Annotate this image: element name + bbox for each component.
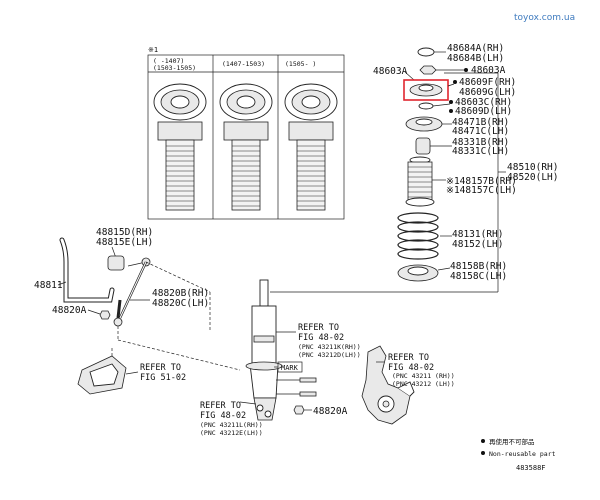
- label-48820B: 48820B(RH): [152, 288, 209, 299]
- label-48331B: 48331B(RH): [452, 137, 509, 148]
- inset-col1-line2: (1503-1505): [153, 64, 196, 72]
- boot-48157-ribs: [408, 166, 432, 198]
- ref-fig5102-l2: FIG 51-02: [140, 373, 186, 383]
- label-48471B: 48471B(RH): [452, 117, 509, 128]
- label-48471C: 48471C(LH): [452, 126, 509, 137]
- legend-dot-2: [481, 451, 485, 455]
- stabilizer-bar-48811: [59, 237, 115, 303]
- label-48131: 48131(RH): [452, 229, 503, 240]
- ref-fig4802-low-l1: REFER TO: [200, 401, 241, 411]
- label-48820A-bottom: 48820A: [313, 406, 348, 417]
- inset-bumper-2: [219, 83, 273, 211]
- inset-col2-line1: (1407-1503): [222, 60, 265, 68]
- ref-fig4802-low-l4: (PNC 43212E(LH)): [200, 429, 263, 437]
- label-48157C: ※148157C(LH): [446, 185, 517, 196]
- label-48603C: 48603C(RH): [455, 97, 512, 108]
- ref-fig4802-right-l1: REFER TO: [388, 353, 429, 363]
- subframe-bracket: [77, 355, 127, 395]
- strut-absorber: [245, 279, 283, 421]
- inset-box: ※1 ( -1407) (1503-1505) (1407-1503) (150…: [147, 46, 345, 220]
- label-48811: 48811: [34, 280, 63, 291]
- label-48815E: 48815E(LH): [96, 237, 153, 248]
- non-reusable-dot: [449, 109, 453, 113]
- legend-dot-1: [481, 439, 485, 443]
- inset-col3-line1: (1505- ): [285, 60, 316, 68]
- inset-bumper-1: [153, 83, 207, 211]
- coil-spring-48131: [397, 212, 439, 260]
- legend-item1: 再使用不可部品: [489, 437, 535, 446]
- highlight-box: [403, 79, 449, 101]
- ref-fig4802-mid-l4: (PNC 43212D(LH)): [298, 351, 361, 359]
- nut-48603C: [418, 102, 434, 110]
- ref-fig4802-right-l3: (PNC 43211 (RH)): [392, 372, 455, 380]
- diagram-id: 483588F: [516, 464, 546, 472]
- legend-item2: Non-reusable part: [489, 450, 556, 458]
- mark-label: MARK: [281, 364, 299, 372]
- steering-knuckle: [361, 345, 415, 425]
- inset-col1-line1: ( -1407): [153, 57, 184, 65]
- label-48820A-left: 48820A: [52, 305, 87, 316]
- label-48609F: 48609F(RH): [459, 77, 516, 88]
- label-48609G: 48609G(LH): [459, 87, 516, 98]
- ref-fig4802-mid-l3: (PNC 43211K(RH)): [298, 343, 361, 351]
- ref-fig4802-right-l4: (PNC 43212 (LH)): [392, 380, 455, 388]
- cap-48684: [417, 47, 435, 57]
- nut-48820A-bottom: [293, 405, 305, 415]
- label-48684B: 48684B(LH): [447, 53, 504, 64]
- ref-fig4802-right-l2: FIG 48-02: [388, 363, 434, 373]
- ref-fig4802-mid-l2: FIG 48-02: [298, 333, 344, 343]
- watermark: toyox.com.ua: [514, 13, 575, 23]
- label-48510: 48510(RH): [507, 162, 558, 173]
- boot-48157: [405, 156, 435, 207]
- label-48152: 48152(LH): [452, 239, 503, 250]
- ref-fig4802-low-l3: (PNC 43211L(RH)): [200, 421, 263, 429]
- bushing-48815: [107, 255, 125, 271]
- strut-bolt-1: [299, 377, 317, 383]
- inset-note-mark: ※1: [148, 46, 158, 54]
- insulator-48158: [397, 264, 439, 282]
- non-reusable-dot: [449, 100, 453, 104]
- label-48520: 48520(LH): [507, 172, 558, 183]
- ref-fig4802-mid-l1: REFER TO: [298, 323, 339, 333]
- inset-bumper-3: [284, 83, 338, 211]
- non-reusable-dot: [464, 68, 468, 72]
- nut-48820A-left: [99, 310, 111, 320]
- label-48684A: 48684A(RH): [447, 43, 504, 54]
- link-lower-ball: [113, 317, 123, 327]
- label-48158C: 48158C(LH): [450, 271, 507, 282]
- non-reusable-dot: [453, 80, 457, 84]
- bumper-48331: [415, 137, 431, 155]
- ref-fig5102-l1: REFER TO: [140, 363, 181, 373]
- label-48603A-left: 48603A: [373, 66, 408, 77]
- label-48820C: 48820C(LH): [152, 298, 209, 309]
- strut-bolt-2: [299, 391, 317, 397]
- label-48609D: 48609D(LH): [455, 106, 512, 117]
- label-48603A-top: 48603A: [471, 65, 506, 76]
- label-48815D: 48815D(RH): [96, 227, 153, 238]
- label-48331C: 48331C(LH): [452, 146, 509, 157]
- label-48157B: ※148157B(RH): [446, 176, 517, 187]
- nut-48603A: [419, 65, 437, 75]
- inset-boot-ribs: [166, 145, 325, 207]
- ref-fig4802-low-l2: FIG 48-02: [200, 411, 246, 421]
- label-48158B: 48158B(RH): [450, 261, 507, 272]
